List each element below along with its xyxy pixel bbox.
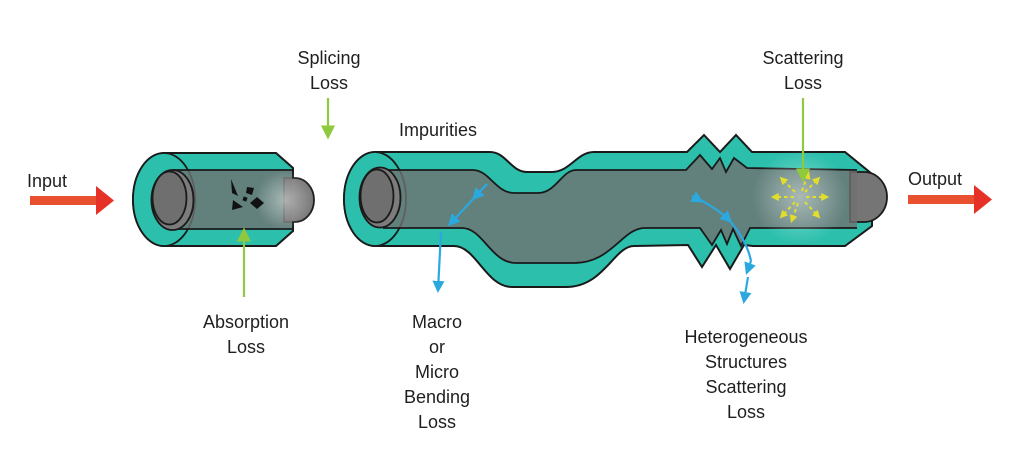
output-arrow-icon (908, 185, 992, 214)
core-highlight (255, 170, 315, 230)
label-input: Input (27, 171, 68, 191)
label-scattering-loss: Scattering Loss (762, 48, 844, 93)
absorption-particles-icon (231, 179, 264, 210)
scatter-glow (752, 149, 848, 245)
label-absorption-loss: Absorption Loss (202, 312, 290, 357)
fiber-core-edges (383, 153, 858, 264)
label-impurities: Impurities (398, 120, 478, 140)
label-bending-loss: Macro or Micro Bending Loss (403, 312, 471, 432)
label-heterogeneous-loss: Heterogeneous Structures Scattering Loss (684, 327, 808, 422)
fiber-core-edges (172, 169, 292, 230)
core-face (359, 168, 395, 224)
heterogeneous-loss-ray (690, 191, 756, 304)
spliced-fiber-segment (343, 133, 888, 288)
fiber-core (362, 155, 857, 263)
fiber-end-cap (849, 171, 888, 223)
bending-loss-ray (432, 183, 488, 294)
input-fiber-segment (132, 152, 315, 247)
label-output: Output (908, 169, 963, 189)
label-splicing-loss: Splicing Loss (297, 48, 361, 93)
core-face (151, 170, 188, 226)
input-arrow-icon (30, 186, 114, 215)
